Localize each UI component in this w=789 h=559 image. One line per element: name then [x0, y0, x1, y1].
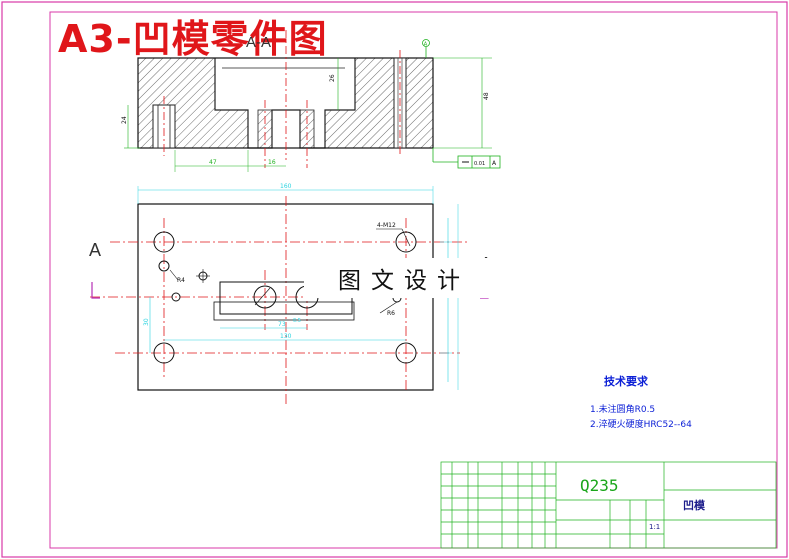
top-datum-symbol: A: [424, 42, 428, 48]
thread-callout: 4-M12: [377, 222, 396, 229]
dim-len-73: 73: [278, 321, 286, 328]
drawing-title: A3-凹模零件图: [58, 17, 328, 61]
radius-right: R6: [387, 310, 395, 317]
dim-height-48: 48: [483, 92, 490, 100]
dim-depth-24: 24: [121, 116, 128, 124]
tech-requirement-1: 1.未注圆角R0.5: [590, 405, 656, 415]
dim-width-160: 160: [280, 183, 292, 190]
watermark-text: 图文设计: [304, 258, 504, 298]
scale-label: 1:1: [649, 523, 661, 531]
tech-requirements-title: 技术要求: [604, 375, 648, 388]
section-view: 48 26 24 47 16 0.01 A A: [121, 30, 501, 172]
radius-left: R4: [177, 277, 185, 284]
dim-len-30: 30: [143, 318, 150, 326]
section-label-left: A: [89, 240, 102, 260]
title-block: [440, 461, 777, 549]
inner-frame: [49, 11, 778, 549]
material-label: Q235: [580, 476, 619, 495]
dim-len-47: 47: [209, 159, 217, 166]
part-name: 凹模: [683, 499, 705, 512]
dim-depth-26: 26: [329, 74, 336, 82]
tech-requirement-2: 2.淬硬火硬度HRC52--64: [590, 420, 692, 430]
dim-len-16: 16: [268, 159, 276, 166]
flatness-datum: A: [492, 160, 497, 167]
dim-len-130: 130: [280, 333, 292, 340]
section-view-label: A-A: [246, 34, 272, 51]
flatness-value: 0.01: [474, 161, 485, 167]
dim-tol-small: 0.5: [293, 318, 301, 324]
